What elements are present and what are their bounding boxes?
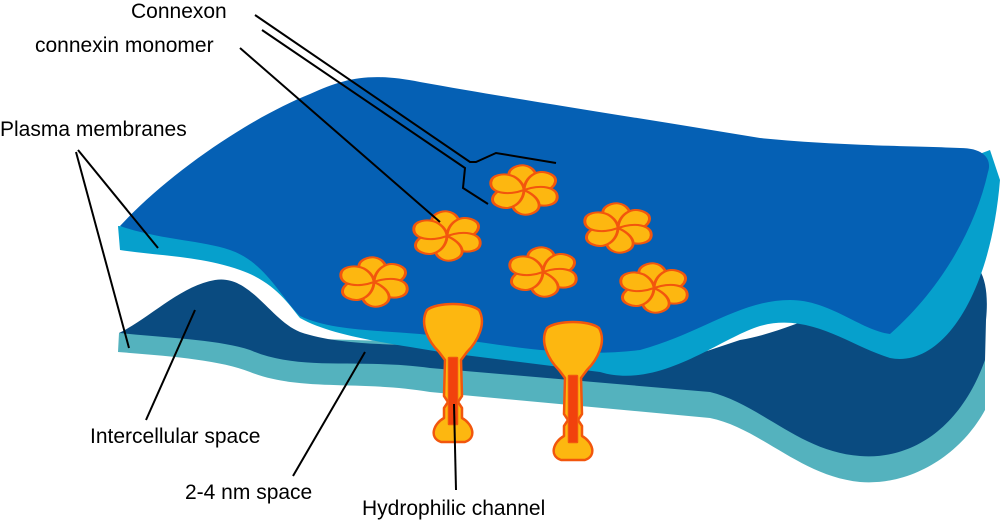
- channel-cores: [449, 358, 577, 442]
- connexon-leader: [254, 14, 557, 164]
- intercellular-space-leader: [145, 309, 196, 421]
- nm-space-leader: [292, 351, 366, 477]
- plasma-membranes-leader-upper: [77, 149, 159, 249]
- labels: Connexon connexin monomer Plasma membran…: [0, 0, 545, 520]
- label-connexon: Connexon: [131, 0, 227, 23]
- label-hydrophilic-channel: Hydrophilic channel: [362, 497, 545, 520]
- label-connexin-monomer: connexin monomer: [35, 34, 214, 57]
- leader-lines: [75, 14, 557, 491]
- hydrophilic-channel-leader: [453, 403, 457, 491]
- plasma-membranes-leader-lower: [75, 151, 130, 349]
- upper-membrane-top: [120, 77, 990, 353]
- label-intercellular-space: Intercellular space: [90, 425, 260, 448]
- label-plasma-membranes: Plasma membranes: [0, 118, 187, 141]
- connexin-monomer-leader: [239, 47, 441, 223]
- label-nm-space: 2-4 nm space: [185, 481, 312, 504]
- connexon-leader-2: [261, 29, 489, 205]
